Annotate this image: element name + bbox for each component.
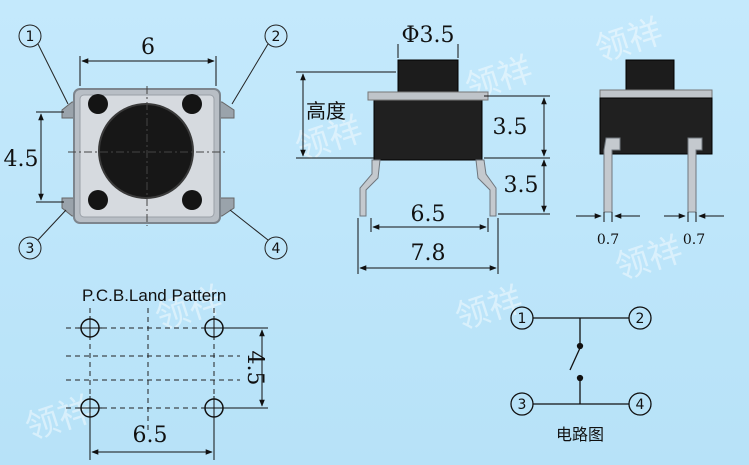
pcb-pads: [80, 318, 224, 418]
end-view: 0.7 0.7: [576, 59, 724, 248]
svg-text:领祥: 领祥: [20, 390, 97, 449]
side-phi-dim: Φ3.5: [401, 23, 454, 48]
end-legs: [603, 137, 703, 213]
pcb-height-dim: 4.5: [242, 351, 267, 386]
corner-hole: [182, 190, 202, 210]
pcb-width-dim: 6.5: [133, 423, 168, 448]
side-body-dim: 3.5: [493, 115, 528, 140]
watermark: 领祥 领祥 领祥 领祥 领祥 领祥 领祥: [20, 12, 687, 449]
circuit-caption: 电路图: [556, 425, 604, 444]
pcb-title: P.C.B.Land Pattern: [82, 286, 226, 305]
top-pin-callouts: [18, 24, 288, 260]
side-leg-dim: 3.5: [504, 173, 539, 198]
pcb-land-pattern: P.C.B.Land Pattern 4.5: [66, 286, 268, 460]
top-height-dim: 4.5: [4, 147, 39, 172]
circuit-pin-1: 1: [518, 311, 527, 327]
corner-hole: [88, 190, 108, 210]
circuit-pin-3: 3: [518, 397, 527, 413]
corner-hole: [182, 94, 202, 114]
top-view: 6 4.5 1 2 3 4: [4, 24, 288, 260]
pin-4-label: 4: [272, 241, 281, 257]
pin-2-label: 2: [272, 29, 281, 45]
corner-hole: [88, 94, 108, 114]
side-body: [373, 95, 483, 161]
svg-text:领祥: 领祥: [610, 230, 687, 289]
pin-3-label: 3: [26, 241, 35, 257]
top-width-dim: 6: [141, 35, 155, 60]
pin-1-label: 1: [26, 29, 35, 45]
circuit-pin-4: 4: [636, 397, 645, 413]
side-legs: [359, 159, 497, 217]
side-view: Φ3.5 高度 3.5 3.5 6.5 7.8: [296, 23, 550, 274]
end-left-pin-dim: 0.7: [597, 232, 619, 248]
circuit-pin-2: 2: [636, 311, 645, 327]
circuit-diagram: 1 2 3 4 电路图: [510, 306, 652, 444]
side-outer-dim: 7.8: [411, 241, 446, 266]
push-button: [98, 103, 194, 199]
plunger: [397, 59, 459, 97]
end-right-pin-dim: 0.7: [683, 232, 705, 248]
side-height-label: 高度: [306, 99, 346, 123]
side-inner-dim: 6.5: [411, 202, 446, 227]
